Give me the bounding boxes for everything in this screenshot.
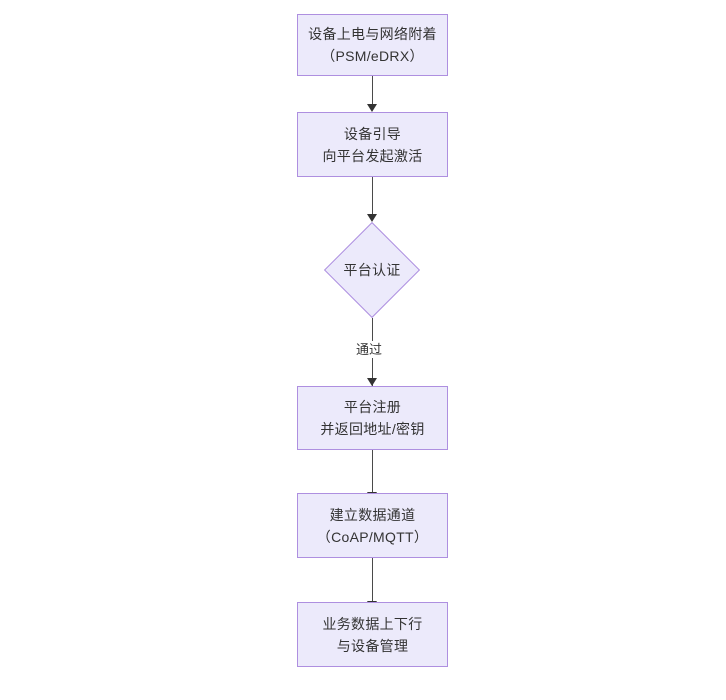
edge-arrowhead-icon: [367, 214, 377, 222]
flow-node-data-channel[interactable]: 建立数据通道 （CoAP/MQTT）: [297, 493, 448, 558]
flow-node-platform-auth-decision[interactable]: 平台认证: [323, 221, 421, 319]
flow-node-label-line: 并返回地址/密钥: [320, 421, 425, 437]
flow-node-label-line: 业务数据上下行: [322, 615, 423, 632]
flow-node-business-data[interactable]: 业务数据上下行 与设备管理: [297, 602, 448, 667]
flow-node-label-line: （CoAP/MQTT）: [316, 528, 429, 545]
edge-line: [372, 450, 373, 493]
flow-node-label-line: 平台认证: [343, 262, 401, 278]
flow-node-label-line: 建立数据通道: [329, 506, 416, 523]
edge-line: [372, 177, 373, 215]
flow-edge-label-pass: 通过: [354, 341, 385, 358]
edge-line: [372, 558, 373, 602]
flow-node-label-line: 平台注册: [343, 399, 402, 415]
flow-node-label-line: 设备引导: [343, 125, 402, 142]
flow-node-label-line: 向平台发起激活: [322, 147, 423, 164]
flow-node-label-line: 与设备管理: [336, 637, 409, 654]
flow-node-platform-register[interactable]: 平台注册 并返回地址/密钥: [297, 386, 448, 450]
edge-line: [372, 76, 373, 105]
flow-node-label-line: （PSM/eDRX）: [321, 48, 424, 64]
flow-node-device-power-on[interactable]: 设备上电与网络附着 （PSM/eDRX）: [297, 14, 448, 76]
edge-arrowhead-icon: [367, 104, 377, 112]
flow-node-device-bootstrap[interactable]: 设备引导 向平台发起激活: [297, 112, 448, 177]
edge-arrowhead-icon: [367, 378, 377, 386]
flow-node-label-line: 设备上电与网络附着: [308, 26, 437, 42]
